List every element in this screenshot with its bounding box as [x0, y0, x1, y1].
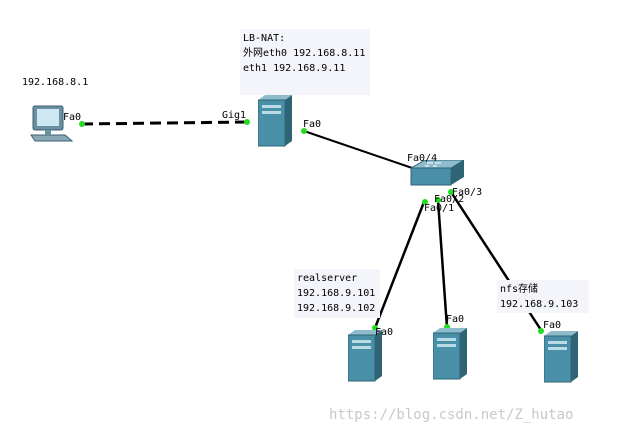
- nfs-note-line: nfs存储: [500, 284, 539, 295]
- lb-note-line: eth1 192.168.9.11: [243, 63, 346, 74]
- nfs-port-label: Fa0: [543, 320, 562, 331]
- pc-ip-label: 192.168.8.1: [22, 77, 89, 88]
- link-switch-server2: [436, 199, 449, 329]
- realserver-note: realserver 192.168.9.101 192.168.9.102: [294, 269, 380, 318]
- port-dot-switch-fa03: [448, 189, 454, 195]
- nfs-server-icon[interactable]: [543, 331, 578, 387]
- port-dot-server1: [372, 325, 378, 331]
- realserver-note-line: realserver: [297, 273, 358, 284]
- link-pc-lb: [81, 120, 249, 126]
- port-dot-switch-fa02: [435, 197, 441, 203]
- lb-port-label-gig1: Gig1: [222, 110, 247, 121]
- port-dot-lb-gig1: [244, 119, 250, 125]
- realserver-2-icon[interactable]: [432, 328, 467, 384]
- pc-device-icon[interactable]: [28, 104, 74, 150]
- port-dot-switch-fa01: [422, 199, 428, 205]
- switch-port-label-fa04: Fa0/4: [407, 153, 438, 164]
- port-dot-lb-fa0: [301, 128, 307, 134]
- realserver-note-line: 192.168.9.102: [297, 303, 376, 314]
- switch-port-label-fa03: Fa0/3: [452, 187, 483, 198]
- switch-port-label-fa01: Fa0/1: [424, 203, 455, 214]
- link-switch-server1: [373, 201, 426, 329]
- lb-port-label-fa0: Fa0: [303, 119, 322, 130]
- pc-port-label: Fa0: [63, 112, 82, 123]
- lb-server-icon[interactable]: [257, 95, 292, 151]
- nfs-note-line: 192.168.9.103: [500, 299, 579, 310]
- lb-note-line: 外网eth0 192.168.8.11: [243, 48, 366, 59]
- port-dot-nfs: [538, 328, 544, 334]
- watermark: https://blog.csdn.net/Z_hutao: [329, 407, 574, 423]
- switch-port-label-fa02: Fa0/2: [434, 194, 465, 205]
- switch-icon[interactable]: [408, 159, 466, 192]
- link-lb-switch: [303, 130, 419, 171]
- port-dot-pc: [79, 121, 85, 127]
- realserver-1-port-label: Fa0: [375, 327, 394, 338]
- realserver-note-line: 192.168.9.101: [297, 288, 376, 299]
- lb-note-line: LB-NAT:: [243, 33, 286, 44]
- lb-note: LB-NAT: 外网eth0 192.168.8.11 eth1 192.168…: [240, 29, 370, 95]
- nfs-note: nfs存储 192.168.9.103: [497, 280, 589, 313]
- realserver-1-icon[interactable]: [347, 330, 382, 386]
- realserver-2-port-label: Fa0: [446, 314, 465, 325]
